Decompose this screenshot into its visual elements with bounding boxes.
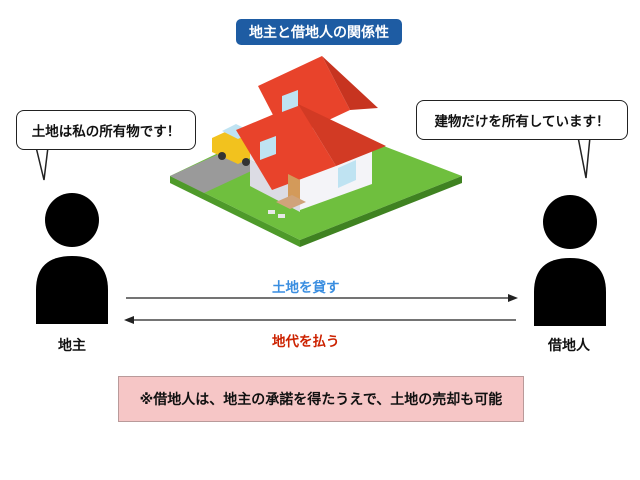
house-icon — [236, 56, 386, 218]
pay-rent-label: 地代を払う — [272, 334, 340, 350]
bubble-tail-left — [35, 145, 49, 181]
landowner-label: 地主 — [58, 338, 86, 354]
person-icon-landowner — [36, 193, 108, 324]
person-icon-tenant — [534, 195, 606, 326]
lend-land-label: 土地を貸す — [272, 280, 340, 296]
note-box: ※借地人は、地主の承諾を得たうえで、土地の売却も可能 — [118, 376, 524, 422]
tenant-label: 借地人 — [548, 338, 590, 354]
arrow-pay-rent — [124, 316, 516, 324]
speech-bubble-tenant: 建物だけを所有しています！ — [416, 100, 628, 140]
page-title: 地主と借地人の関係性 — [236, 19, 402, 45]
speech-text-landowner: 土地は私の所有物です！ — [31, 124, 181, 140]
speech-bubble-landowner: 土地は私の所有物です！ — [16, 110, 196, 150]
bubble-tail-right — [577, 135, 591, 179]
note-text: ※借地人は、地主の承諾を得たうえで、土地の売却も可能 — [139, 392, 503, 408]
house-lot-illustration — [170, 56, 462, 247]
speech-text-tenant: 建物だけを所有しています！ — [434, 114, 610, 130]
arrow-lend-land — [126, 294, 518, 302]
